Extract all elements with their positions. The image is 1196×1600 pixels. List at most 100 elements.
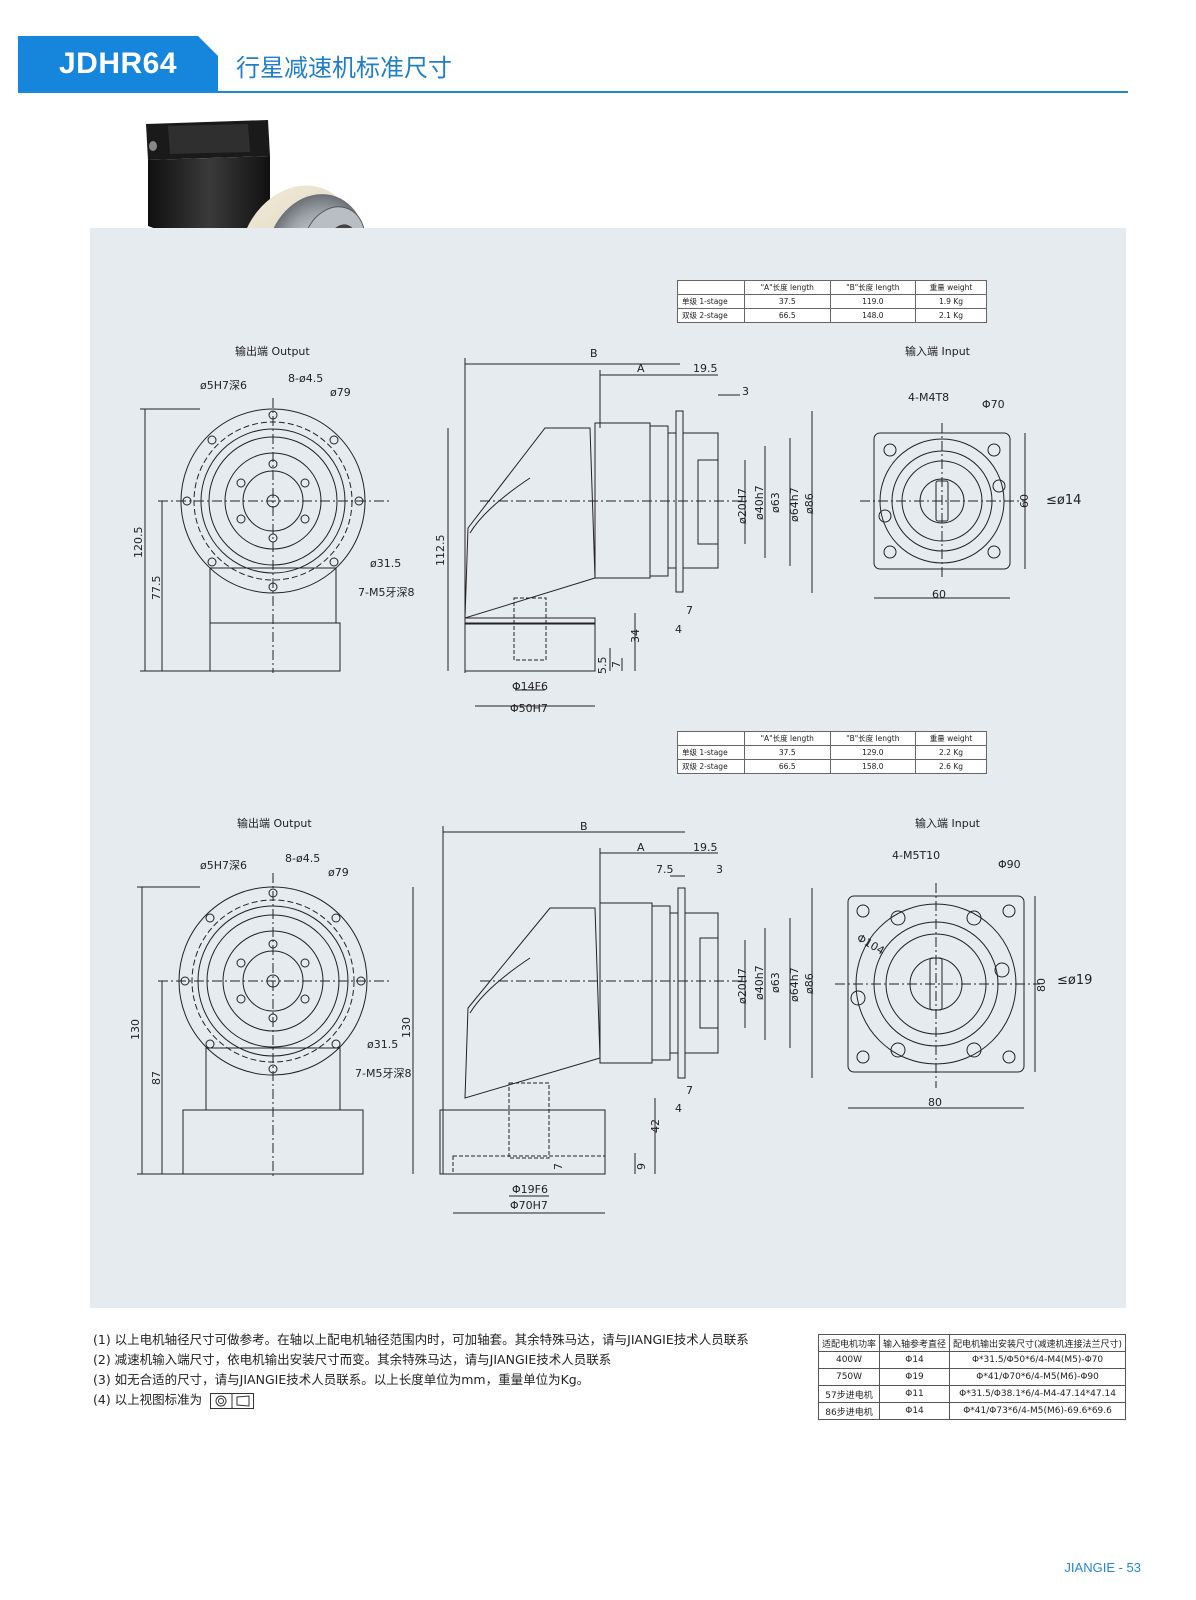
table-cell: 148.0 <box>829 308 917 323</box>
d2-front-view <box>137 873 390 1178</box>
d1-input-label: 输入端 Input <box>905 344 971 358</box>
d2-7-5: 7.5 <box>656 863 674 876</box>
d2-input-view <box>835 883 1040 1109</box>
table-cell: Φ*41/Φ73*6/4-M5(M6)-69.6*69.6 <box>949 1402 1127 1420</box>
table-header-row: "A"长度 length "B"长度 length 重量 weight <box>677 280 987 295</box>
d1-d31: ø31.5 <box>370 557 401 570</box>
d2-d86: ø86 <box>803 973 816 994</box>
d1-front-view <box>140 398 390 673</box>
motor-table: 适配电机功率 输入轴参考直径 配电机输出安装尺寸(减速机连接法兰尺寸) 400W… <box>817 1334 1127 1420</box>
table-header-row: 适配电机功率 输入轴参考直径 配电机输出安装尺寸(减速机连接法兰尺寸) <box>817 1334 1127 1352</box>
d2-7: 7 <box>686 1084 693 1097</box>
d2-9: 9 <box>635 1163 648 1170</box>
d2-h130: 130 <box>400 1017 413 1038</box>
d1-d40: ø40h7 <box>753 485 766 520</box>
table-header: 输入轴参考直径 <box>879 1334 951 1352</box>
table-header: 适配电机功率 <box>817 1334 881 1352</box>
table-cell: 1.9 Kg <box>915 294 987 309</box>
table-cell: Φ*31.5/Φ50*6/4-M4(M5)-Φ70 <box>949 1351 1127 1369</box>
table-cell: 119.0 <box>829 294 917 309</box>
d2-pcd: ø79 <box>328 866 349 879</box>
page-footer: JIANGIE - 53 <box>1064 1560 1141 1575</box>
table-cell: Φ14 <box>879 1351 951 1369</box>
d2-3: 3 <box>716 863 723 876</box>
d2-d20: ø20H7 <box>736 968 749 1004</box>
spec-table-2: "A"长度 length "B"长度 length 重量 weight 单级 1… <box>677 731 987 774</box>
table-cell: 66.5 <box>744 308 831 323</box>
table-header: "B"长度 length <box>829 731 917 746</box>
table-row: 57步进电机 Φ11 Φ*31.5/Φ38.1*6/4-M4-47.14*47.… <box>817 1385 1127 1403</box>
table-cell: Φ*31.5/Φ38.1*6/4-M4-47.14*47.14 <box>949 1385 1127 1403</box>
d2-output-label: 输出端 Output <box>237 816 312 830</box>
d1-output-label: 输出端 Output <box>235 344 310 358</box>
d2-tap: 7-M5牙深8 <box>355 1067 411 1080</box>
table-cell: 37.5 <box>744 745 831 760</box>
d1-in-w: 60 <box>932 588 946 601</box>
d2-d64: ø64h7 <box>788 967 801 1002</box>
table-header: "A"长度 length <box>744 731 831 746</box>
d2-side-view <box>412 826 813 1214</box>
d1-in-bore: ≤ø14 <box>1046 493 1081 508</box>
d1-shaft: Φ14F6 <box>512 680 548 693</box>
note-4: (4) 以上视图标准为 <box>93 1392 203 1407</box>
spec-table-1: "A"长度 length "B"长度 length 重量 weight 单级 1… <box>677 280 987 323</box>
table-cell: 400W <box>817 1351 881 1369</box>
d1-hole: ø5H7深6 <box>200 379 247 392</box>
d2-input-label: 输入端 Input <box>915 816 981 830</box>
d2-hole: ø5H7深6 <box>200 859 247 872</box>
table-cell: 单级 1-stage <box>677 745 745 760</box>
d1-3: 3 <box>742 385 749 398</box>
table-header: 配电机输出安装尺寸(减速机连接法兰尺寸) <box>949 1334 1127 1352</box>
table-cell: 86步进电机 <box>817 1402 881 1420</box>
table-cell: 2.2 Kg <box>915 745 987 760</box>
d1-5-5: 5.5 <box>596 657 609 675</box>
d1-d63: ø63 <box>769 492 782 513</box>
d2-d40: ø40h7 <box>753 965 766 1000</box>
note-1: (1) 以上电机轴径尺寸可做参考。在轴以上配电机轴径范围内时，可加轴套。其余特殊… <box>93 1332 749 1347</box>
table-cell: 57步进电机 <box>817 1385 881 1403</box>
page-title: 行星减速机标准尺寸 <box>236 54 452 82</box>
table-cell: 2.6 Kg <box>915 759 987 774</box>
d1-h-total: 120.5 <box>132 527 145 559</box>
d1-input-view <box>860 423 1026 599</box>
d2-d31: ø31.5 <box>367 1038 398 1051</box>
table-row: 双级 2-stage 66.5 158.0 2.6 Kg <box>677 759 987 774</box>
d2-in-diag: Φ104 <box>855 931 887 957</box>
d1-7b: 7 <box>610 661 623 668</box>
d1-B: B <box>590 347 598 360</box>
d2-flange: Φ70H7 <box>510 1199 548 1212</box>
d2-h-axis: 87 <box>150 1071 163 1085</box>
d2-bolts: 8-ø4.5 <box>285 852 320 865</box>
table-cell: 750W <box>817 1368 881 1386</box>
table-cell: 158.0 <box>829 759 917 774</box>
note-2: (2) 减速机输入端尺寸，依电机输出安装尺寸而变。其余特殊马达，请与JIANGI… <box>93 1352 612 1367</box>
d1-d86: ø86 <box>803 493 816 514</box>
model-tab: JDHR64 <box>18 36 218 92</box>
d2-in-w: 80 <box>928 1096 942 1109</box>
d2-B: B <box>580 820 588 833</box>
d2-d63: ø63 <box>769 972 782 993</box>
table-row: 86步进电机 Φ14 Φ*41/Φ73*6/4-M5(M6)-69.6*69.6 <box>817 1402 1127 1420</box>
d1-pcd: ø79 <box>330 386 351 399</box>
d1-h1125: 112.5 <box>434 535 447 567</box>
note-3: (3) 如无合适的尺寸，请与JIANGIE技术人员联系。以上长度单位为mm，重量… <box>93 1372 590 1387</box>
table-header-row: "A"长度 length "B"长度 length 重量 weight <box>677 731 987 746</box>
table-cell: 2.1 Kg <box>915 308 987 323</box>
d1-in-tap: 4-M4T8 <box>908 391 949 404</box>
d1-d64: ø64h7 <box>788 487 801 522</box>
table-cell: Φ14 <box>879 1402 951 1420</box>
table-cell: Φ11 <box>879 1385 951 1403</box>
table-header <box>677 280 745 295</box>
table-row: 750W Φ19 Φ*41/Φ70*6/4-M5(M6)-Φ90 <box>817 1368 1127 1386</box>
header-divider <box>18 91 1128 93</box>
d1-7: 7 <box>686 604 693 617</box>
table-cell: Φ19 <box>879 1368 951 1386</box>
d2-42: 42 <box>649 1119 662 1133</box>
d2-shaft: Φ19F6 <box>512 1183 548 1196</box>
d2-A: A <box>637 841 645 854</box>
table-row: 400W Φ14 Φ*31.5/Φ50*6/4-M4(M5)-Φ70 <box>817 1351 1127 1369</box>
d2-4: 4 <box>675 1102 682 1115</box>
technical-drawings: 输出端 Output 输入端 Input ø5H7深6 8-ø4.5 ø79 ø… <box>129 344 1092 1214</box>
notes: (1) 以上电机轴径尺寸可做参考。在轴以上配电机轴径范围内时，可加轴套。其余特殊… <box>93 1330 749 1410</box>
d2-in-bore: ≤ø19 <box>1057 973 1092 988</box>
